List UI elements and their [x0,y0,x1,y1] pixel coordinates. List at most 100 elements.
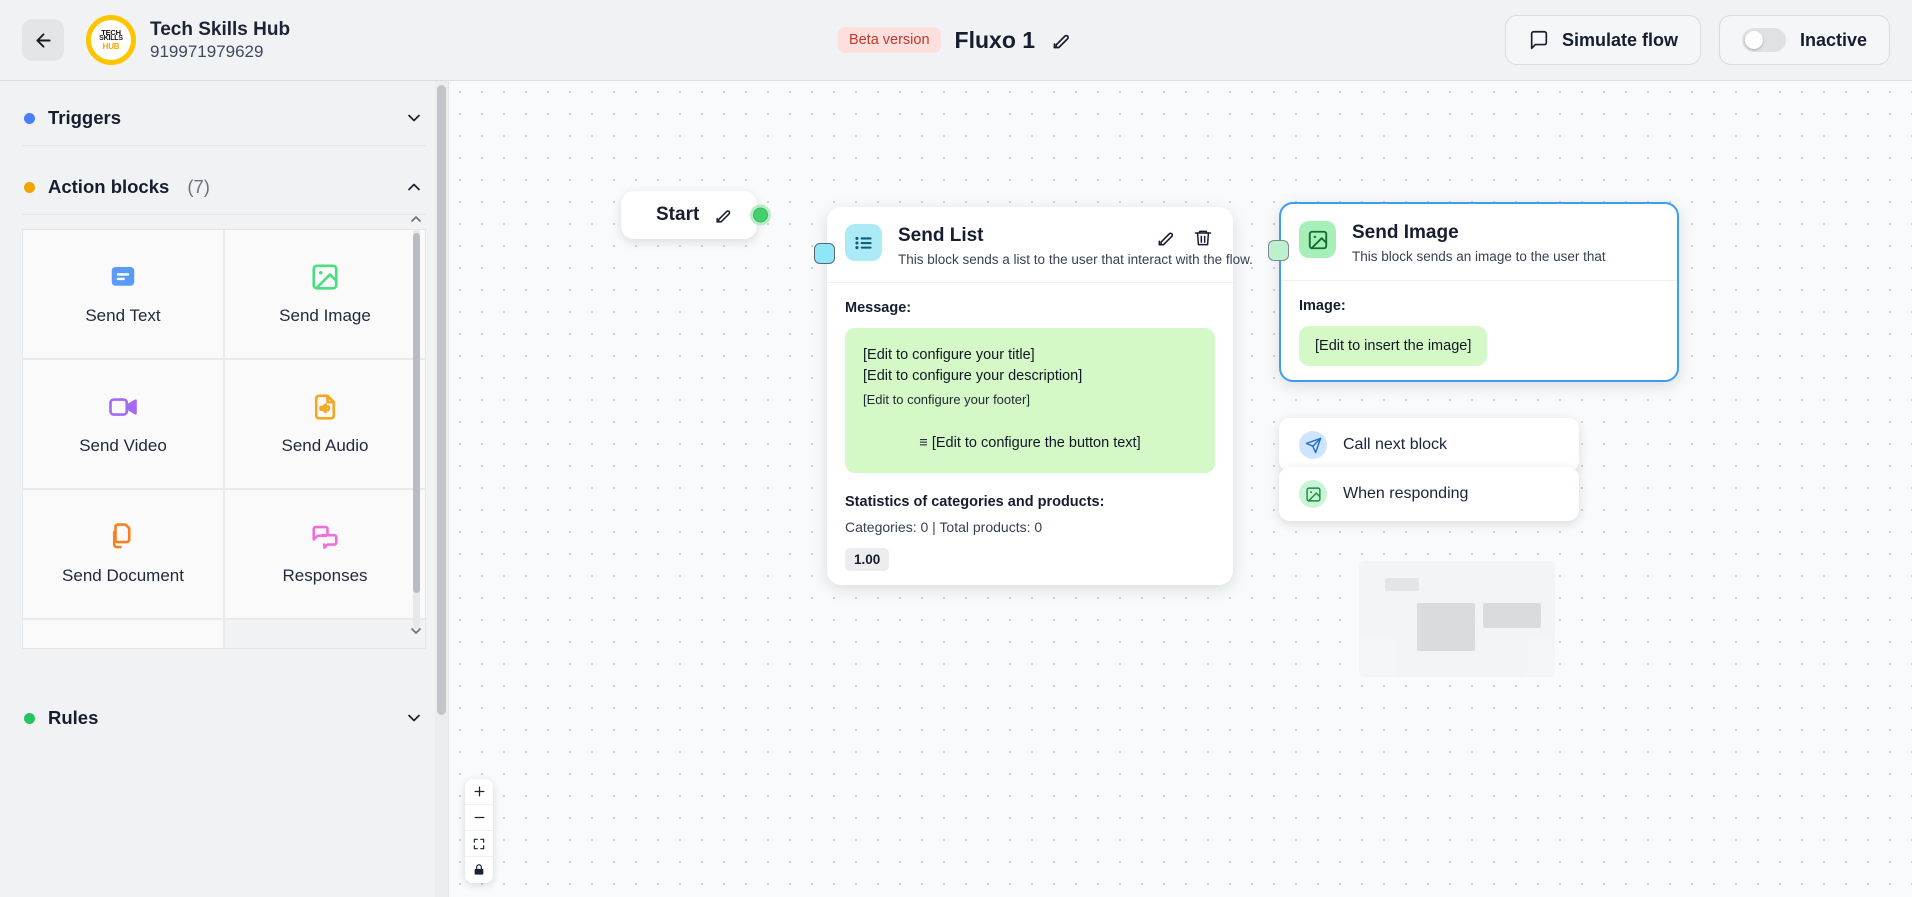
list-icon [845,224,882,261]
send-audio-icon [314,394,336,420]
send-list-actions [1154,224,1215,250]
edit-start-node-button[interactable] [712,204,735,227]
send-image-target-handle[interactable] [1268,240,1289,261]
section-dot-rules [24,712,35,724]
zoom-in-icon [474,786,484,797]
block-card-placeholder [225,620,425,648]
beta-badge: Beta version [837,27,941,53]
app-body: Triggers Action blocks (7) [0,80,1912,897]
zoom-out-button[interactable] [465,805,493,831]
scroll-down-icon[interactable] [408,623,424,639]
block-card-responses[interactable]: Responses [225,490,425,618]
node-send-list[interactable]: Send List This block sends a list to the… [814,207,1253,585]
header-center: Beta version Fluxo 1 [837,26,1074,54]
toggle-track[interactable] [1741,28,1786,52]
pencil-square-icon [716,209,731,223]
send-list-description: This block sends a list to the user that… [898,251,1253,267]
send-document-icon [112,523,131,549]
send-list-target-handle[interactable] [814,243,835,264]
zoom-out-icon [474,816,484,819]
partial-block-preview [1359,561,1555,677]
brand: TECH SKILLS HUB Tech Skills Hub 91997197… [86,15,290,65]
version-badge: 1.00 [845,547,890,571]
block-label-send-text: Send Text [85,306,161,325]
brand-phone: 919971979629 [150,42,264,62]
fit-view-icon [473,838,485,849]
chevron-down-icon[interactable] [404,708,424,728]
section-dot-triggers [24,112,35,124]
pill-label-call-next-block: Call next block [1343,436,1448,453]
node-send-image[interactable]: Send Image This block sends an image to … [1268,202,1679,382]
ghost-bar-2 [1417,603,1475,651]
node-start[interactable]: Start [621,191,771,239]
block-card-send-video[interactable]: Send Video [23,360,223,488]
back-button[interactable] [22,19,64,61]
edit-send-list-button[interactable] [1154,226,1178,250]
toggle-knob [1744,31,1763,49]
bubble-footer: [Edit to configure your footer] [863,391,1030,407]
trash-icon [1194,230,1212,246]
section-dot-action-blocks [24,181,35,193]
app-header: TECH SKILLS HUB Tech Skills Hub 91997197… [0,0,1912,80]
chevron-up-icon[interactable] [404,177,424,197]
image-label: Image: [1299,297,1346,314]
flow-active-toggle[interactable]: Inactive [1718,15,1890,65]
section-count-action-blocks: (7) [187,176,210,197]
bubble-title: [Edit to configure your title] [863,346,1035,363]
block-label-send-audio: Send Audio [281,436,369,455]
edit-flow-title-button[interactable] [1049,28,1074,53]
flow-canvas[interactable]: Start [448,80,1912,897]
start-node-label: Start [656,204,700,225]
block-card-send-list[interactable] [23,620,223,648]
logo-text-3: HUB [102,42,120,52]
block-card-send-image[interactable]: Send Image [225,230,425,358]
header-right: Simulate flow Inactive [1504,15,1890,65]
send-video-icon [109,398,137,416]
send-list-body: Message: [Edit to configure your title] … [827,283,1233,585]
pill-call-next-block[interactable]: Call next block [1279,418,1579,472]
scroll-up-icon[interactable] [408,211,424,227]
simulate-flow-label: Simulate flow [1561,29,1678,50]
send-image-header: Send Image This block sends an image to … [1268,204,1677,281]
pill-when-responding[interactable]: When responding [1279,467,1579,521]
brand-name: Tech Skills Hub [150,18,291,40]
chevron-down-icon[interactable] [404,108,424,128]
ghost-bar-1 [1385,578,1419,591]
page-title: Fluxo 1 [954,26,1036,53]
sidebar-section-action-blocks[interactable]: Action blocks (7) [22,146,426,215]
zoom-in-button[interactable] [465,779,493,805]
sidebar-section-rules[interactable]: Rules [22,681,426,745]
sidebar-section-triggers[interactable]: Triggers [22,81,426,146]
lock-button[interactable] [465,857,493,883]
bubble-button-text[interactable]: ≡ [Edit to configure the button text] [919,434,1141,451]
bubble-description: [Edit to configure your description] [863,367,1083,384]
send-image-title: Send Image [1352,222,1459,243]
image-icon [1299,221,1336,258]
pencil-square-icon [1158,232,1174,246]
sidebar-scrollbar-thumb[interactable] [437,85,446,715]
block-card-send-document[interactable]: Send Document [23,490,223,618]
arrow-left-icon [35,32,51,48]
block-card-send-audio[interactable]: Send Audio [225,360,425,488]
send-list-title: Send List [898,225,984,246]
chat-bubble-icon [1530,30,1548,50]
statistics-title: Statistics of categories and products: [845,493,1105,510]
send-image-body: Image: [Edit to insert the image] [1281,281,1677,380]
start-node-source-handle[interactable] [750,204,771,226]
sidebar-scrollbar-track[interactable] [435,81,448,897]
responses-icon [312,525,338,549]
pencil-square-icon [1053,34,1069,48]
block-label-responses: Responses [282,566,368,585]
fit-view-button[interactable] [465,831,493,857]
section-title-rules: Rules [48,707,99,728]
delete-send-list-button[interactable] [1191,226,1215,250]
blocks-grid-scrollbar-thumb[interactable] [413,233,420,593]
simulate-flow-button[interactable]: Simulate flow [1504,15,1701,65]
block-card-send-text[interactable]: Send Text [23,230,223,358]
sidebar-scroll-area: Triggers Action blocks (7) [0,81,448,897]
image-placeholder-bubble[interactable]: [Edit to insert the image] [1299,325,1488,366]
block-label-send-image: Send Image [279,306,371,325]
logo-text-1: TECH [101,28,121,38]
blocks-grid: Send Text Send Image [22,229,426,649]
